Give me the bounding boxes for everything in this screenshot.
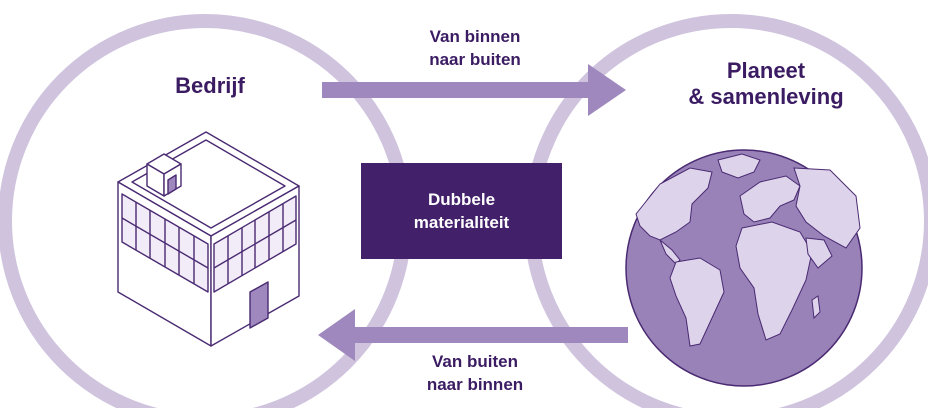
outward-label-line-2: naar buiten <box>429 50 521 69</box>
company-title: Bedrijf <box>150 73 270 99</box>
inward-arrow-label: Van buiten naar binnen <box>400 350 550 396</box>
center-label-line-2: materialiteit <box>413 213 510 232</box>
center-label-line-1: Dubbele <box>427 190 496 209</box>
inward-label-line-2: naar binnen <box>426 375 524 394</box>
globe-icon <box>625 149 863 387</box>
planet-title-line-2: & samenleving <box>688 84 844 109</box>
outward-arrow <box>322 64 626 116</box>
double-materiality-box: Dubbele materialiteit <box>361 163 562 259</box>
planet-society-title: Planeet & samenleving <box>668 58 864 110</box>
inward-arrow <box>318 309 628 361</box>
company-title-text: Bedrijf <box>175 73 245 98</box>
outward-arrow-label: Van binnen naar buiten <box>400 25 550 71</box>
inward-label-line-1: Van buiten <box>432 352 518 371</box>
outward-label-line-1: Van binnen <box>429 27 521 46</box>
office-building-icon <box>117 131 300 347</box>
planet-title-line-1: Planeet <box>726 58 806 83</box>
